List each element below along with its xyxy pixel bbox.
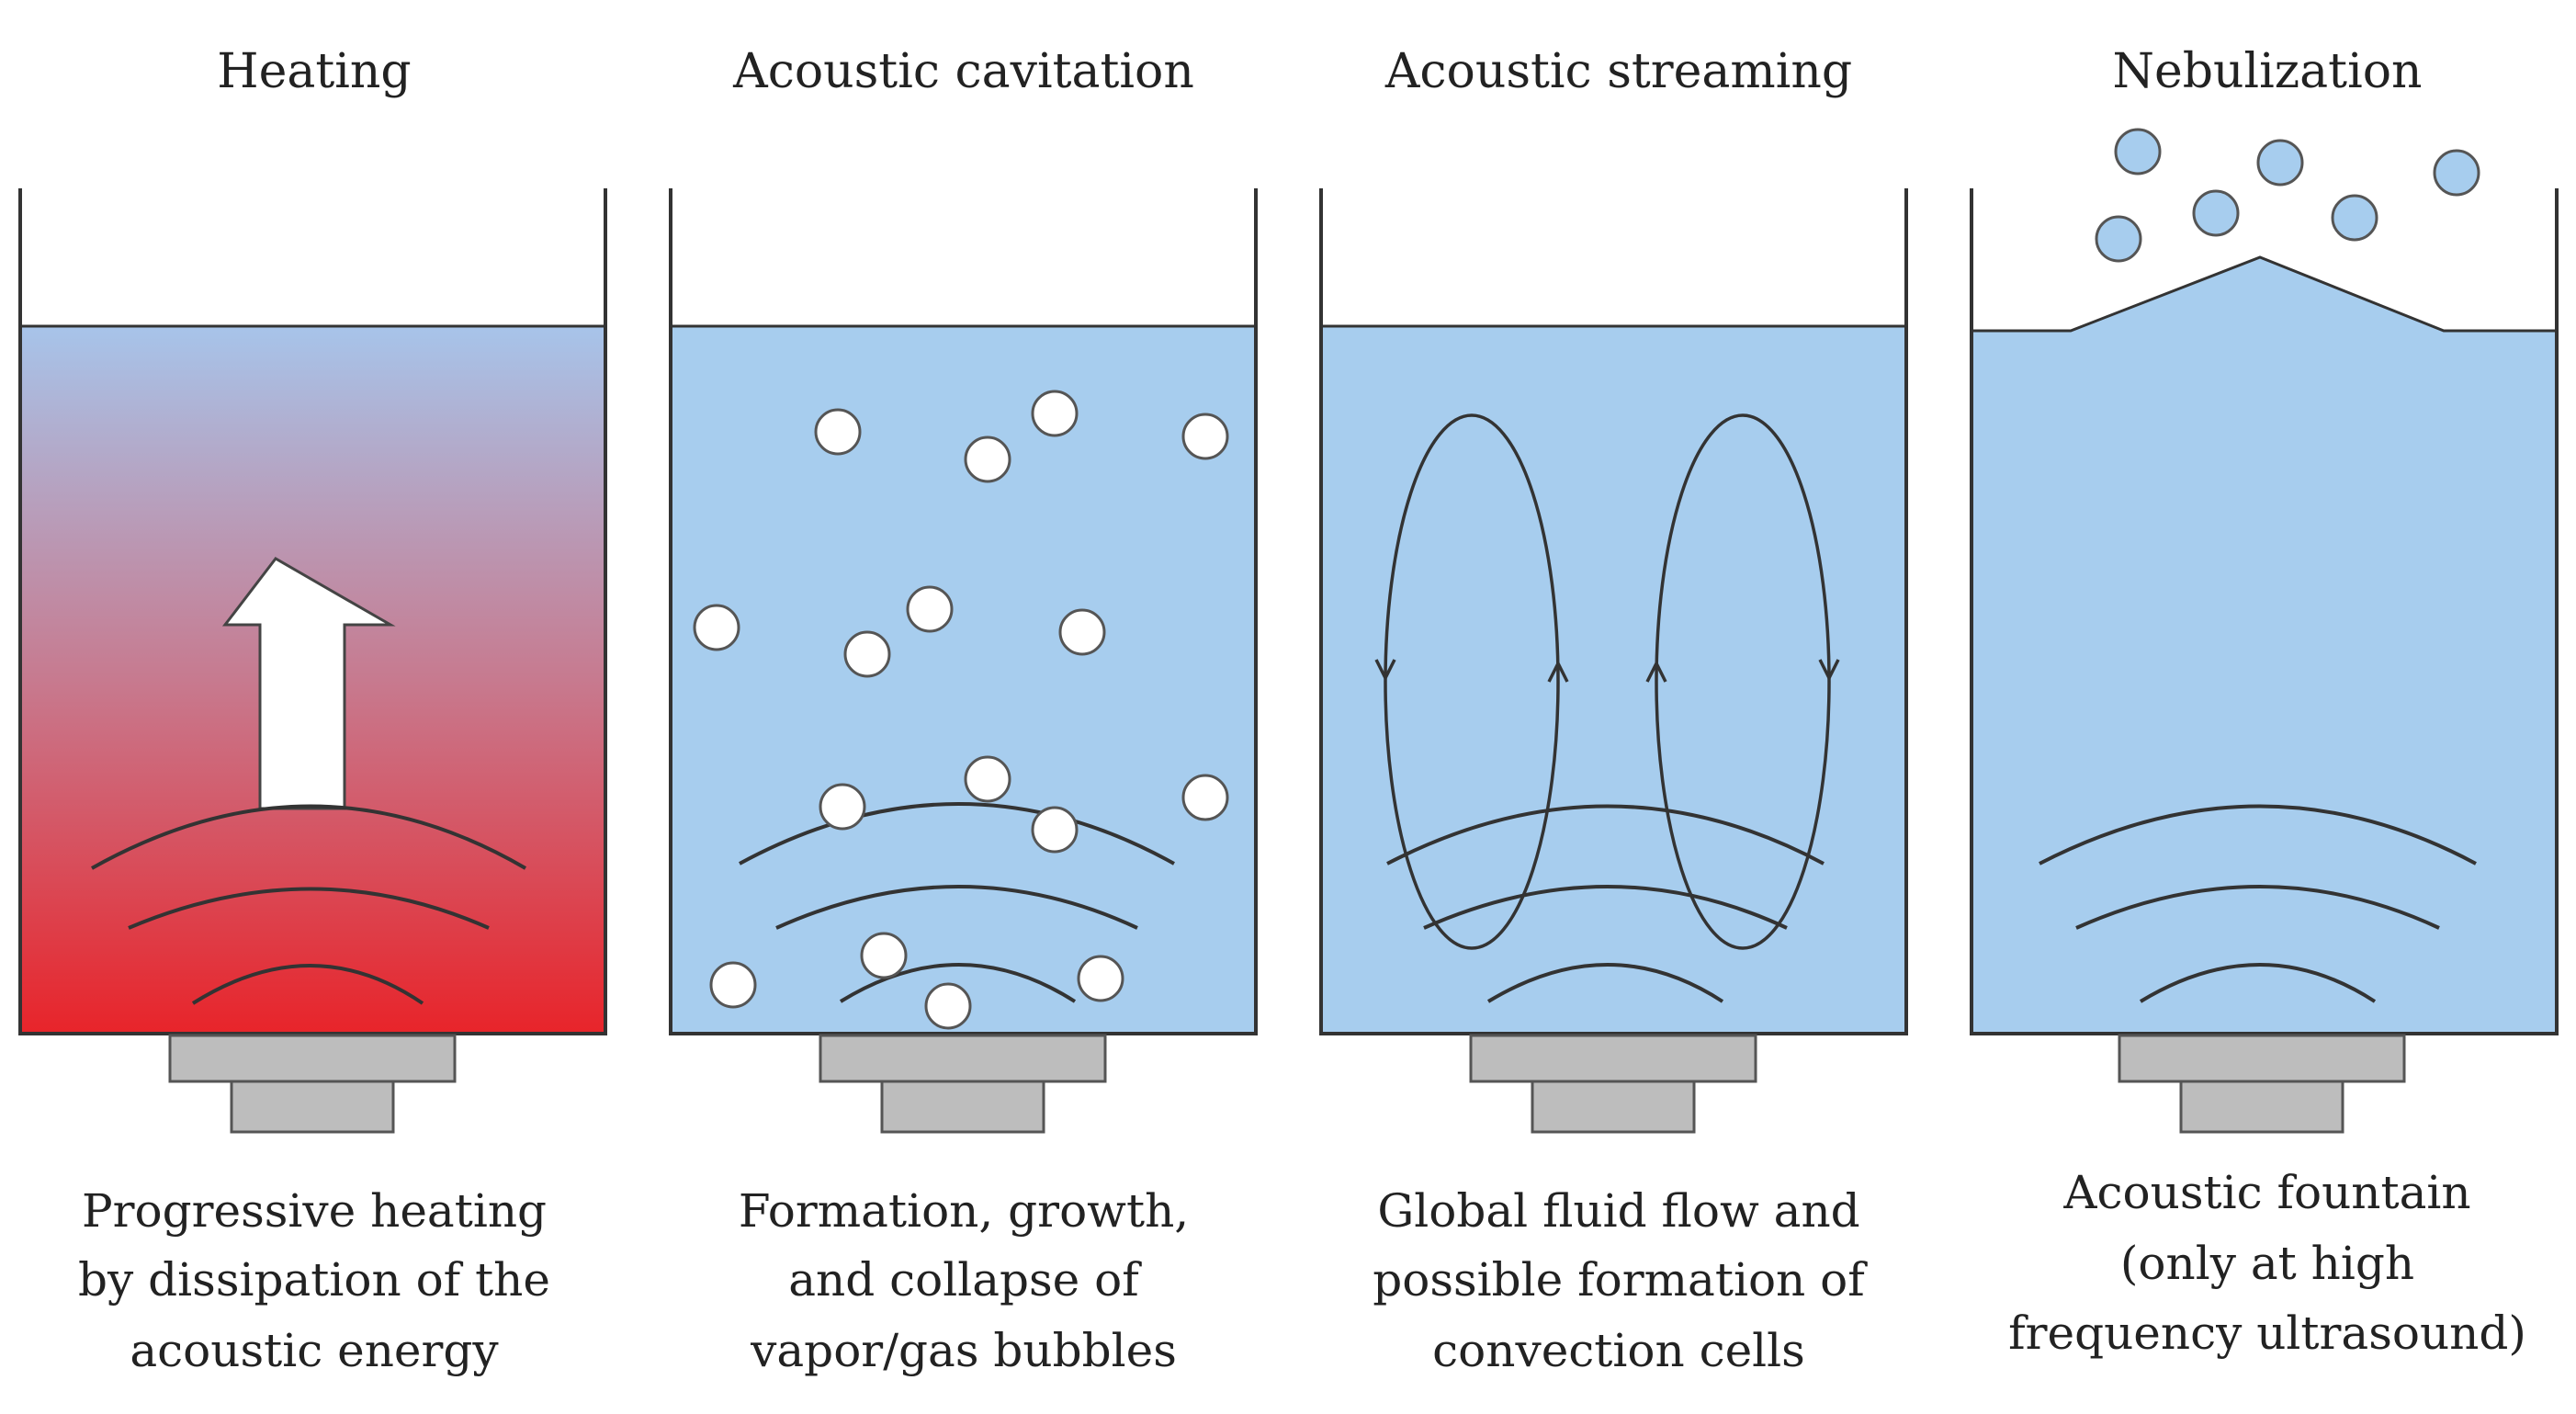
panel-heating: Heating Progressive heating by dissipati… [18,44,607,1377]
bubble [924,982,972,1030]
svg-text:acoustic energy: acoustic energy [130,1324,499,1377]
bubble [693,604,740,651]
bubble [843,630,891,678]
bubble [1181,413,1229,460]
liquid [1321,326,1906,1034]
droplet [2192,189,2240,237]
bubble [1077,955,1124,1002]
panel-acoustic-cavitation: Acoustic cavitation [669,44,1258,1377]
acoustic-fountain-surface [1972,255,2557,333]
bubble [906,585,954,633]
bubble [814,408,862,456]
caption-nebulization: Acoustic fountain (only at high frequenc… [2008,1166,2526,1360]
bubble [860,932,908,979]
svg-text:vapor/gas bubbles: vapor/gas bubbles [750,1324,1177,1377]
nebulized-droplets [2095,128,2480,263]
svg-text:Acoustic fountain: Acoustic fountain [2062,1166,2470,1219]
svg-text:convection cells: convection cells [1432,1324,1805,1377]
bubble [1058,608,1106,656]
panel-title-heating: Heating [217,44,411,99]
caption-streaming: Global fluid flow and possible formation… [1373,1184,1868,1377]
bubble [1031,390,1079,437]
flow-arrow-up-icon [1547,660,1569,683]
panel-acoustic-streaming: Acoustic streaming Global fluid flow and… [1319,44,1908,1377]
ultrasound-waves [91,804,527,1005]
droplet [2433,149,2480,197]
convection-cell-right [1655,413,1831,950]
bubble [819,783,866,831]
ultrasound-waves [1386,804,1825,1003]
flow-arrow-down-icon [1818,659,1840,682]
bubble [709,961,757,1009]
container-wall [1319,188,1908,1035]
droplet [2331,194,2378,242]
container-wall [1970,188,2559,1035]
svg-text:(only at high: (only at high [2120,1237,2414,1290]
ultrasound-transducer [1469,1034,1757,1134]
svg-text:frequency ultrasound): frequency ultrasound) [2008,1307,2526,1360]
ultrasound-waves [739,802,1175,1003]
convection-cells [1374,413,1840,950]
flow-arrow-down-icon [1374,659,1396,682]
bubble [964,436,1011,483]
convection-cell-left [1384,413,1560,950]
svg-text:possible formation of: possible formation of [1373,1253,1868,1307]
liquid [671,326,1256,1034]
droplet [2256,139,2304,187]
caption-heating: Progressive heating by dissipation of th… [78,1184,550,1377]
bubble [1031,806,1079,854]
panel-title-streaming: Acoustic streaming [1384,44,1852,99]
droplet [2095,215,2142,263]
caption-cavitation: Formation, growth, and collapse of vapor… [739,1184,1189,1377]
ultrasound-transducer [168,1034,457,1134]
flow-arrow-up-icon [1645,660,1667,683]
ultrasound-transducer [819,1034,1107,1134]
cavitation-bubbles [693,390,1229,1030]
liquid [1972,257,2557,1034]
ultrasound-transducer [2118,1034,2406,1134]
svg-text:and collapse of: and collapse of [788,1253,1142,1307]
panel-nebulization: Nebulization Acoustic fountain (only at … [1970,44,2559,1360]
svg-text:Global fluid flow and: Global fluid flow and [1377,1184,1859,1238]
ultrasound-waves [2039,804,2477,1003]
droplet [2114,128,2162,175]
bubble [964,755,1011,803]
svg-text:by dissipation of the: by dissipation of the [78,1253,550,1307]
container-wall [669,188,1258,1035]
bubble [1181,774,1229,821]
container-wall [18,188,607,1035]
svg-text:Progressive heating: Progressive heating [82,1184,547,1238]
panel-title-cavitation: Acoustic cavitation [732,44,1194,99]
heat-rising-arrow-icon [221,557,396,810]
svg-text:Formation, growth,: Formation, growth, [739,1184,1189,1238]
panel-title-nebulization: Nebulization [2112,44,2422,99]
